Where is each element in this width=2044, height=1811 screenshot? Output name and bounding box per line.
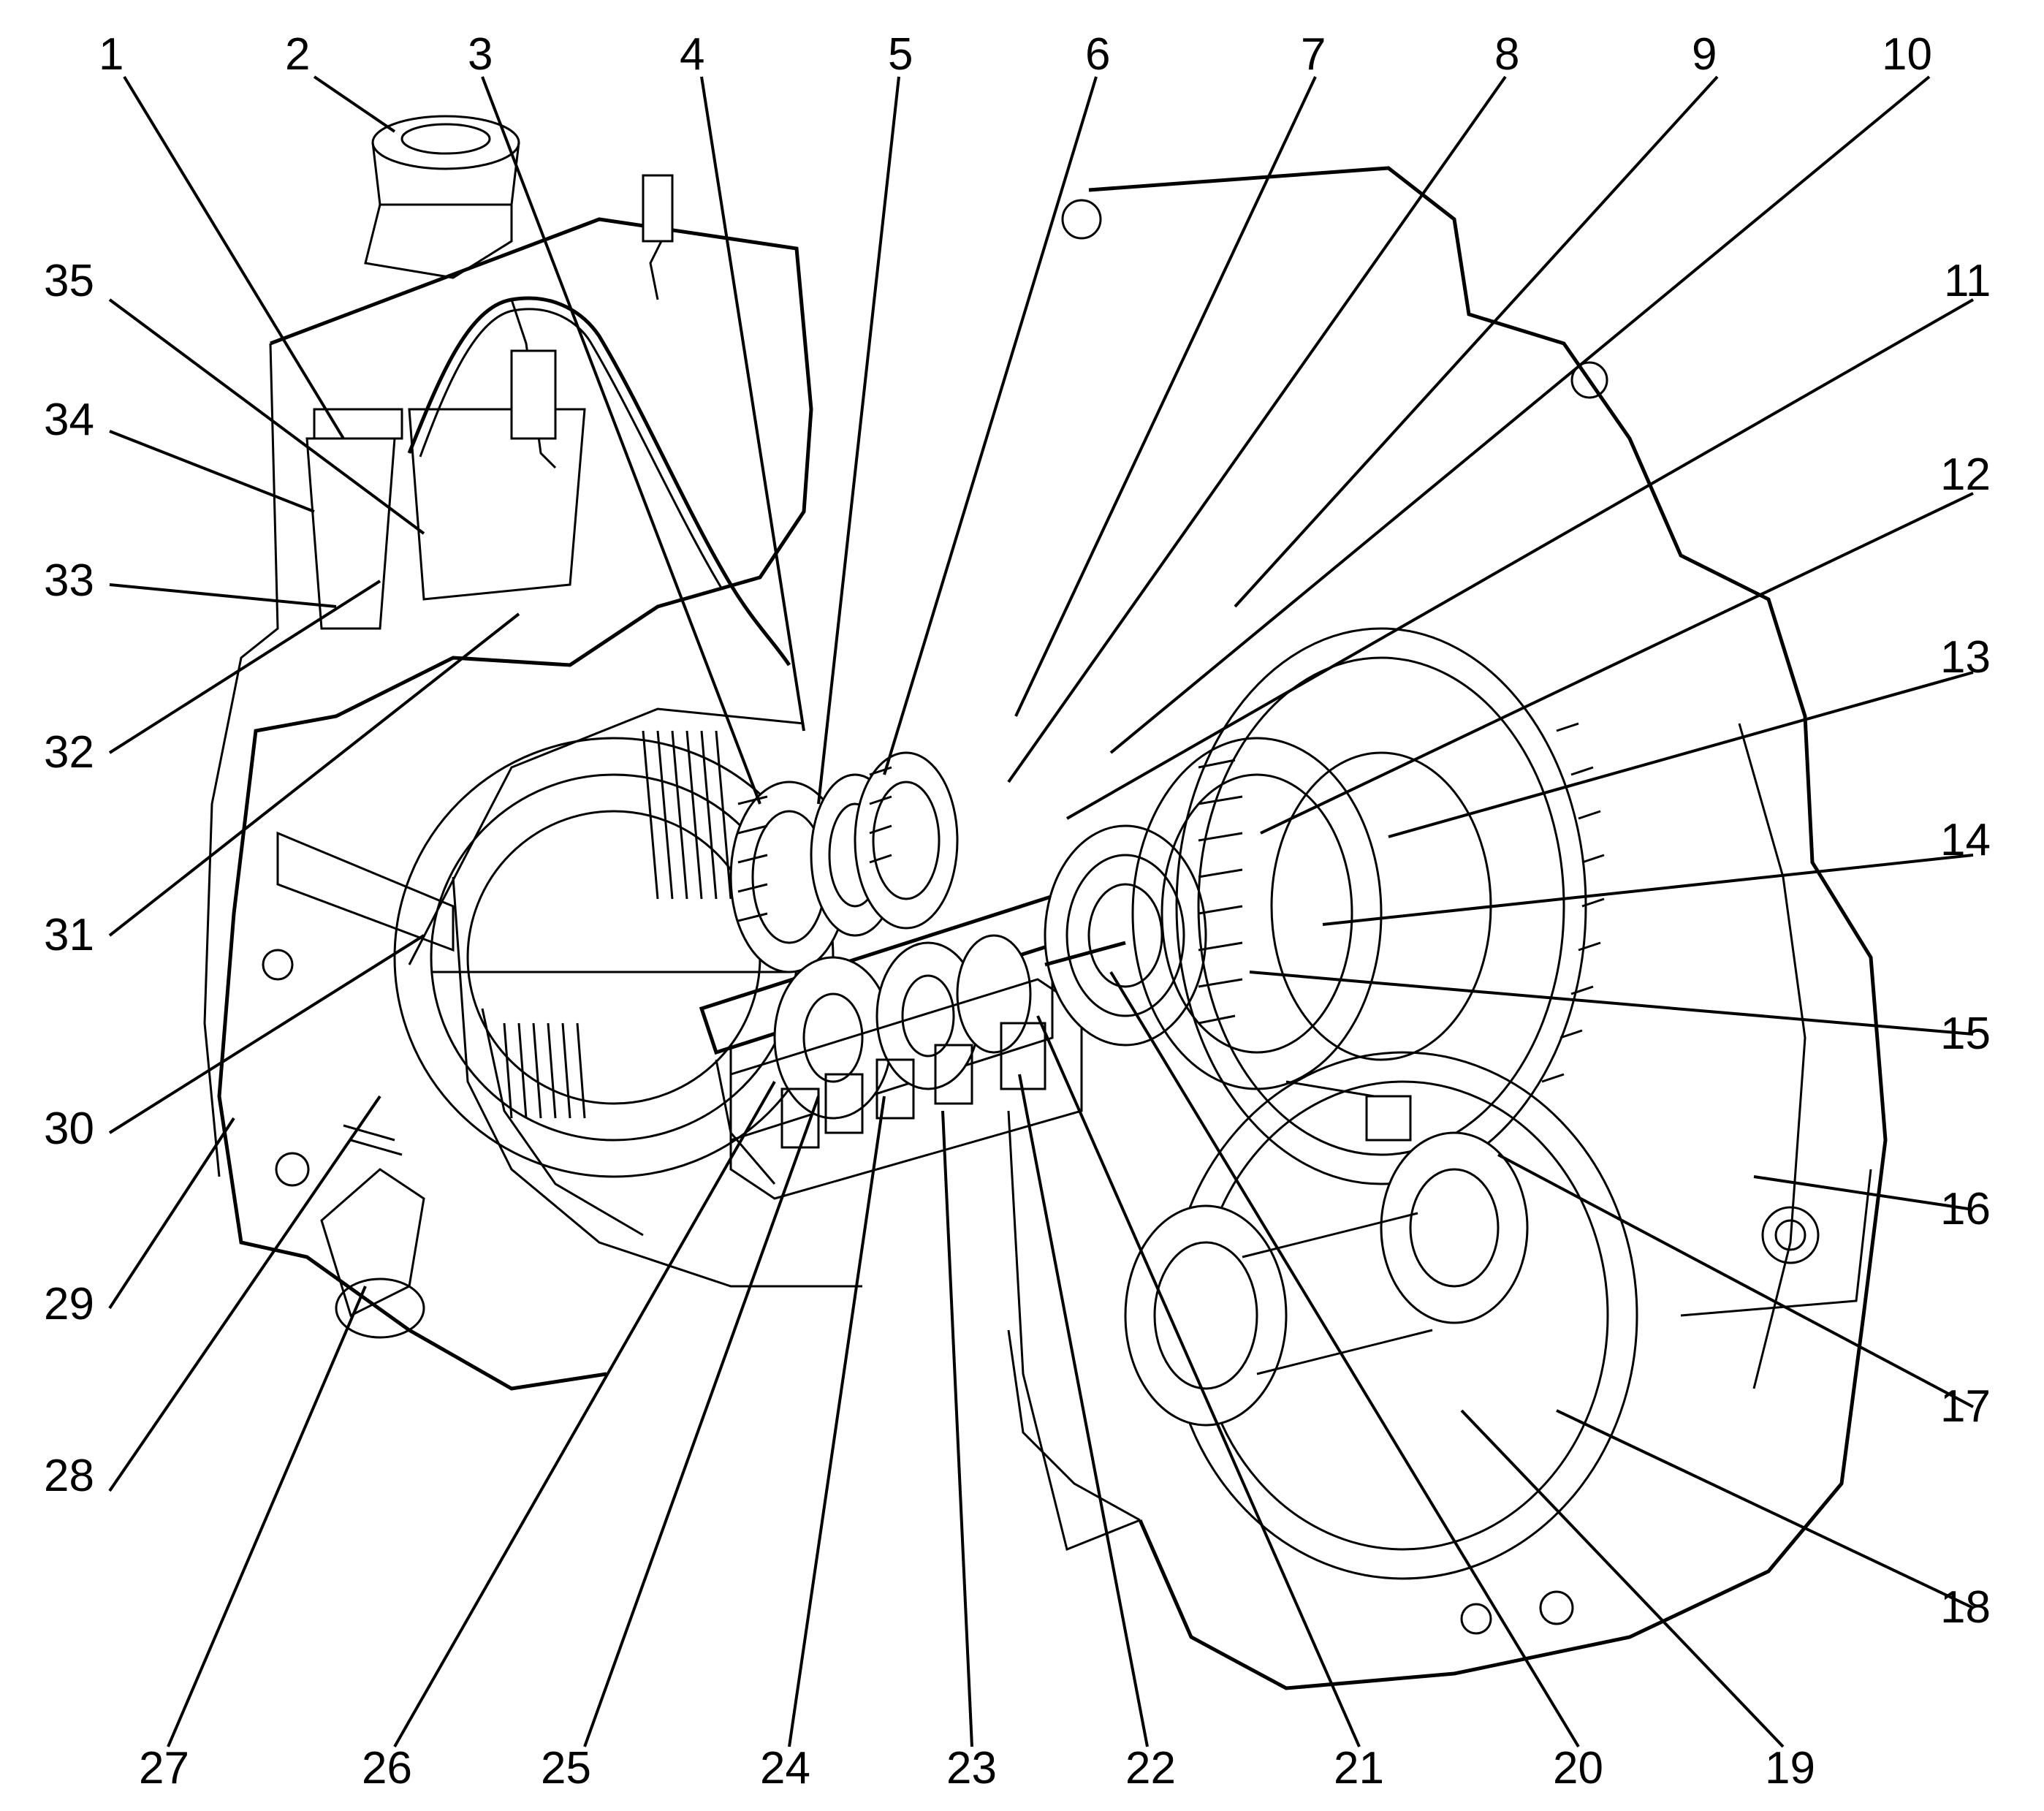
- callout-34: 34: [44, 395, 94, 445]
- callout-10: 10: [1882, 29, 1932, 80]
- callout-28: 28: [44, 1451, 94, 1501]
- leader-line-35: [108, 298, 425, 535]
- callout-29: 29: [44, 1279, 94, 1329]
- leader-line-34: [109, 430, 315, 513]
- callout-24: 24: [760, 1743, 810, 1793]
- leader-line-30: [108, 934, 425, 1134]
- synchronizer-block: [729, 978, 1141, 1552]
- callout-7: 7: [1301, 29, 1326, 80]
- callout-12: 12: [1940, 449, 1991, 500]
- leader-line-32: [108, 580, 381, 754]
- upper-gear-set: [729, 751, 959, 973]
- leader-line-4: [700, 76, 805, 732]
- callout-13: 13: [1940, 632, 1991, 683]
- leader-line-31: [108, 612, 520, 937]
- callout-33: 33: [44, 555, 94, 606]
- leader-line-3: [481, 76, 761, 805]
- callout-11: 11: [1944, 256, 1991, 306]
- leader-line-28: [108, 1095, 381, 1492]
- leader-line-27: [167, 1286, 367, 1747]
- leader-line-17: [1497, 1153, 1974, 1408]
- leader-line-6: [883, 76, 1098, 775]
- callout-2: 2: [285, 29, 310, 80]
- leader-line-22: [1018, 1074, 1149, 1747]
- clutch-plates: [503, 730, 732, 1119]
- ring-gear: [1175, 627, 1605, 1185]
- leader-line-9: [1234, 75, 1719, 608]
- callout-1: 1: [99, 29, 124, 80]
- leader-line-24: [788, 1096, 886, 1747]
- leader-line-7: [1014, 76, 1317, 717]
- differential-assembly: [1124, 1051, 1638, 1580]
- leader-line-21: [1036, 1015, 1361, 1747]
- leader-line-23: [941, 1110, 973, 1747]
- output-bearing: [1044, 824, 1207, 1047]
- leader-lines: [108, 75, 1974, 1748]
- wiring-harness: [407, 174, 791, 667]
- callout-35: 35: [44, 256, 94, 306]
- leader-line-14: [1322, 854, 1974, 926]
- transmission-case: [1007, 166, 1888, 1690]
- callout-21: 21: [1334, 1743, 1384, 1793]
- leader-line-15: [1249, 971, 1974, 1036]
- leader-line-13: [1388, 671, 1974, 838]
- callout-3: 3: [468, 29, 493, 80]
- leader-line-25: [583, 1096, 820, 1747]
- leader-line-16: [1753, 1175, 1974, 1211]
- callout-6: 6: [1085, 29, 1110, 80]
- leader-line-20: [1109, 971, 1580, 1748]
- callout-9: 9: [1692, 29, 1717, 80]
- callout-30: 30: [44, 1104, 94, 1154]
- callout-31: 31: [44, 910, 94, 960]
- leader-line-8: [1007, 75, 1507, 783]
- leader-line-2: [313, 75, 396, 133]
- leader-line-10: [1109, 75, 1931, 754]
- callout-27: 27: [139, 1743, 189, 1793]
- callout-26: 26: [362, 1743, 412, 1793]
- callout-25: 25: [541, 1743, 591, 1793]
- callout-4: 4: [680, 29, 704, 80]
- callout-22: 22: [1125, 1743, 1176, 1793]
- callout-5: 5: [888, 29, 913, 80]
- leader-line-26: [393, 1081, 776, 1747]
- fluid-fill-cap: [364, 115, 520, 279]
- callout-19: 19: [1765, 1743, 1815, 1793]
- sensor-solenoid: [320, 1124, 425, 1339]
- callout-23: 23: [946, 1743, 997, 1793]
- callout-15: 15: [1940, 1009, 1991, 1059]
- lower-gear-set: [773, 934, 1032, 1120]
- callout-14: 14: [1940, 815, 1991, 865]
- leader-line-33: [109, 583, 337, 608]
- leader-line-12: [1260, 492, 1974, 835]
- leader-line-11: [1066, 298, 1974, 820]
- callout-18: 18: [1940, 1582, 1991, 1633]
- leader-line-18: [1556, 1409, 1974, 1609]
- valve-body-cover: [203, 217, 813, 1391]
- callout-20: 20: [1553, 1743, 1603, 1793]
- leader-line-1: [123, 75, 345, 440]
- leader-line-29: [108, 1117, 235, 1310]
- callout-labels: 1 2 3 4 5 6 7 8 9 10 11 12 13 14 15 16 1…: [44, 29, 1991, 1793]
- callout-16: 16: [1940, 1184, 1991, 1234]
- callout-17: 17: [1940, 1381, 1991, 1432]
- callout-8: 8: [1494, 29, 1519, 80]
- leader-line-5: [817, 76, 900, 805]
- leader-line-19: [1460, 1409, 1785, 1748]
- callout-32: 32: [44, 727, 94, 778]
- transmission-illustration: [203, 115, 1888, 1690]
